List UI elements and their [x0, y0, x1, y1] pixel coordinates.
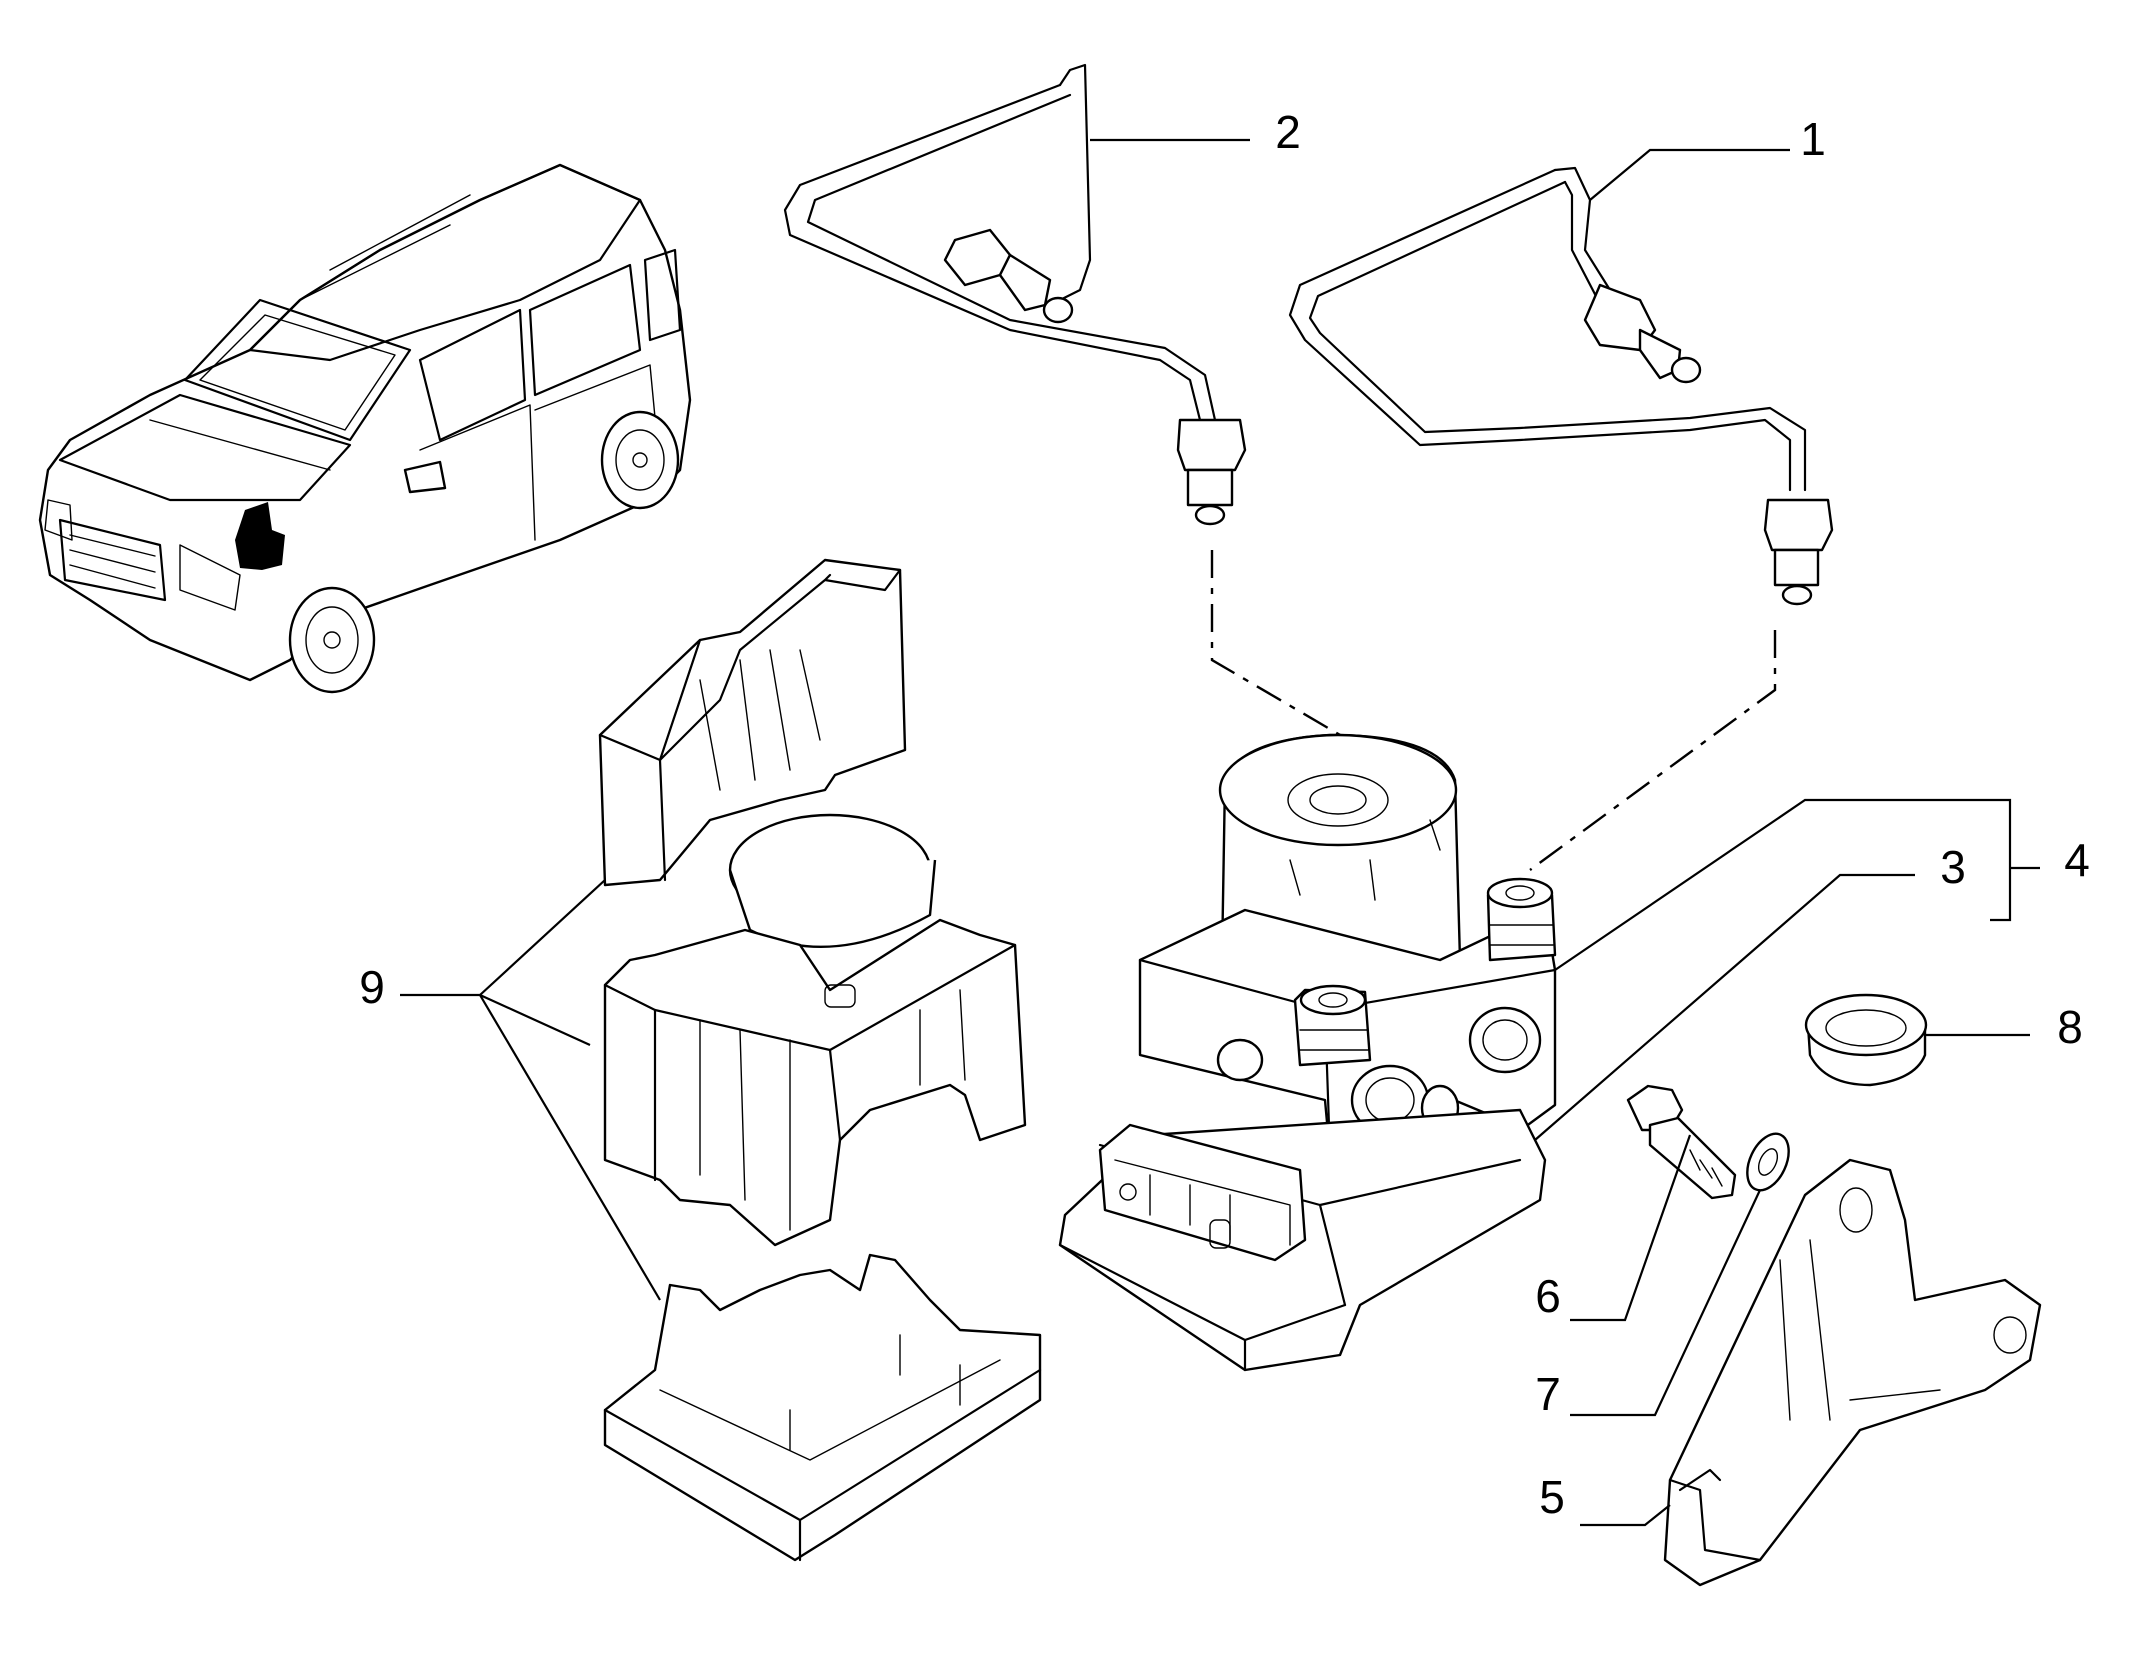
- callout-1: 1: [1800, 113, 1826, 165]
- callout-4: 4: [2064, 834, 2090, 886]
- cover-bottom-9: [603, 1253, 1042, 1562]
- leader-lines: [400, 138, 2040, 1527]
- car-icon: [38, 163, 692, 694]
- washer-7: [1746, 1132, 1790, 1192]
- brake-pipe-2: [783, 63, 1247, 526]
- callout-2: 2: [1275, 106, 1301, 158]
- grommet-8: [1804, 993, 1928, 1087]
- cover-middle-9: [603, 813, 1027, 1247]
- callout-6: 6: [1535, 1270, 1561, 1322]
- callout-5: 5: [1539, 1471, 1565, 1523]
- abs-modulator-unit-3: [1058, 733, 1557, 1372]
- callout-labels: 1 2 3 4 5 6 7 8 9: [359, 106, 2090, 1523]
- brake-pipe-1: [1288, 166, 1834, 606]
- bolt-6: [1626, 1084, 1737, 1200]
- cover-top-9: [598, 558, 907, 887]
- callout-8: 8: [2057, 1001, 2083, 1053]
- mounting-bracket-5: [1663, 1158, 2042, 1587]
- abs-unit-location-icon: [235, 502, 285, 570]
- callout-3: 3: [1940, 841, 1966, 893]
- callout-9: 9: [359, 961, 385, 1013]
- callout-7: 7: [1535, 1368, 1561, 1420]
